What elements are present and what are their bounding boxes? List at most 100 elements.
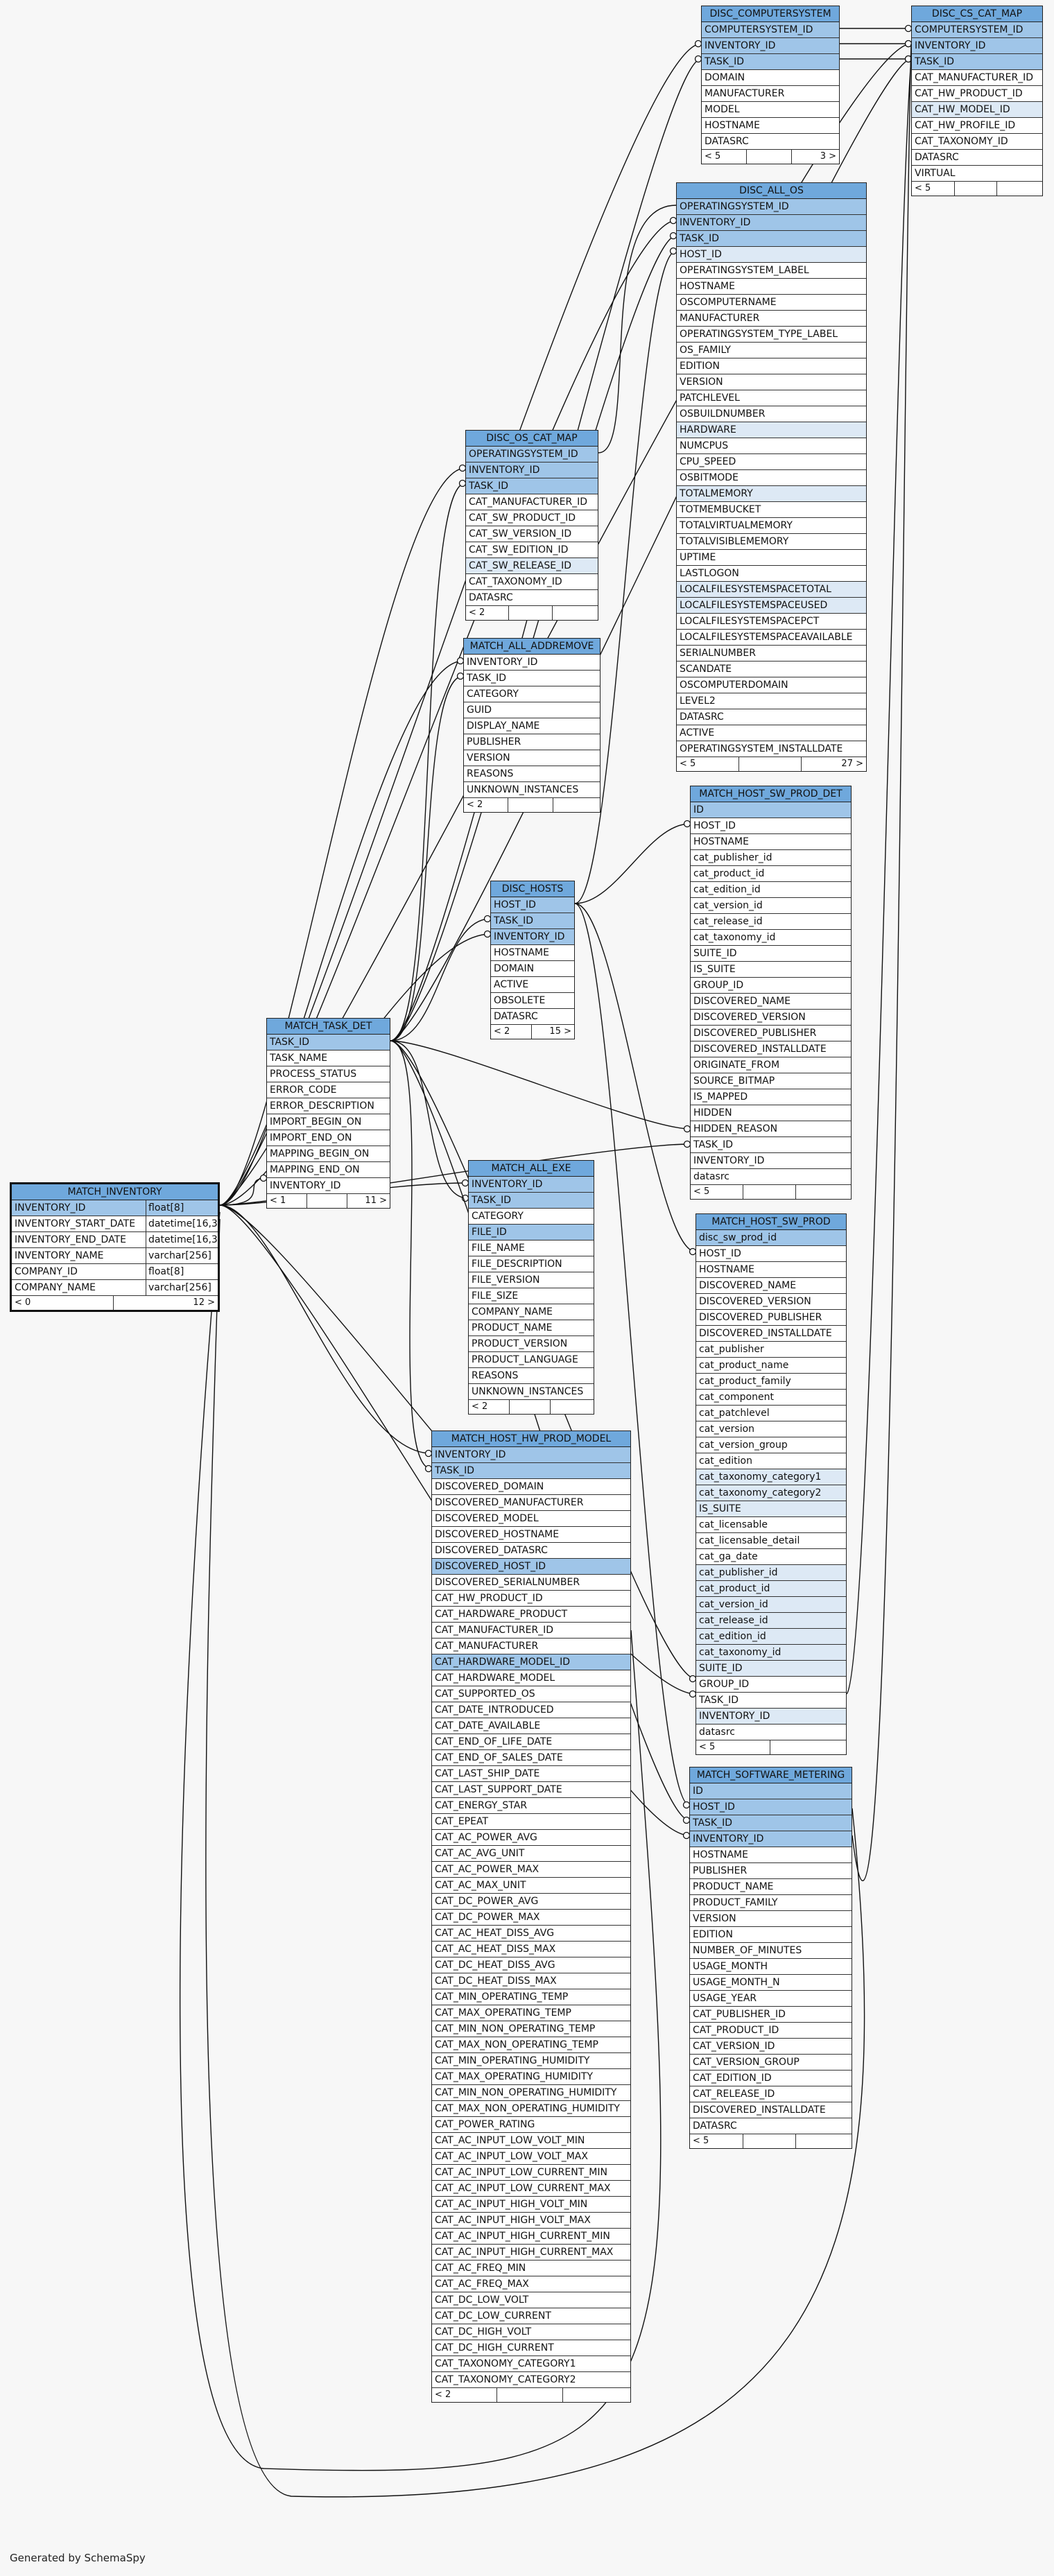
table-column-row[interactable]: CAT_DC_HIGH_VOLT: [432, 2324, 630, 2340]
table-column-row[interactable]: VERSION: [464, 750, 600, 766]
table-column-row[interactable]: OBSOLETE: [491, 993, 574, 1009]
table-column-row[interactable]: IS_SUITE: [696, 1501, 846, 1517]
table-column-row[interactable]: CAT_AC_INPUT_HIGH_VOLT_MIN: [432, 2197, 630, 2213]
table-header[interactable]: DISC_HOSTS: [491, 881, 574, 897]
table-column-row[interactable]: DATASRC: [491, 1009, 574, 1025]
table-column-row[interactable]: CAT_AC_INPUT_LOW_VOLT_MIN: [432, 2133, 630, 2149]
table-column-row[interactable]: cat_licensable: [696, 1517, 846, 1533]
table-column-row[interactable]: CAT_TAXONOMY_CATEGORY2: [432, 2372, 630, 2388]
table-column-row[interactable]: DATASRC: [702, 134, 839, 150]
table-header[interactable]: DISC_ALL_OS: [677, 183, 866, 199]
table-column-row[interactable]: PUBLISHER: [464, 734, 600, 750]
table-column-row[interactable]: OSBUILDNUMBER: [677, 406, 866, 422]
table-column-row[interactable]: IMPORT_END_ON: [267, 1130, 390, 1146]
table-column-row[interactable]: INVENTORY_ID: [912, 38, 1042, 54]
table-column-row[interactable]: disc_sw_prod_id: [696, 1230, 846, 1246]
table-column-row[interactable]: ERROR_DESCRIPTION: [267, 1098, 390, 1114]
footer-cell[interactable]: 3 >: [820, 151, 836, 162]
table-column-row[interactable]: LOCALFILESYSTEMSPACETOTAL: [677, 582, 866, 598]
table-column-row[interactable]: INVENTORY_ID: [691, 1153, 851, 1169]
table-column-row[interactable]: cat_taxonomy_id: [691, 930, 851, 946]
table-column-row[interactable]: HOST_ID: [696, 1246, 846, 1262]
table-column-row[interactable]: FILE_NAME: [469, 1241, 594, 1256]
table-column-row[interactable]: OPERATINGSYSTEM_TYPE_LABEL: [677, 327, 866, 343]
table-column-row[interactable]: CAT_AC_INPUT_HIGH_CURRENT_MAX: [432, 2245, 630, 2261]
table-column-row[interactable]: cat_taxonomy_category1: [696, 1469, 846, 1485]
table-column-row[interactable]: LEVEL2: [677, 693, 866, 709]
table-column-row[interactable]: CAT_LAST_SHIP_DATE: [432, 1766, 630, 1782]
table-column-row[interactable]: CAT_MANUFACTURER: [432, 1639, 630, 1654]
table-column-row[interactable]: DISCOVERED_MODEL: [432, 1511, 630, 1527]
footer-cell[interactable]: < 2: [469, 1400, 510, 1414]
table-column-row[interactable]: INVENTORY_ID: [466, 463, 598, 478]
table-column-row[interactable]: DISCOVERED_VERSION: [691, 1010, 851, 1026]
footer-cell[interactable]: < 5: [690, 2134, 743, 2148]
table-column-row[interactable]: CATEGORY: [469, 1209, 594, 1225]
table-column-row[interactable]: CAT_DC_POWER_MAX: [432, 1910, 630, 1926]
footer-cell[interactable]: [553, 606, 598, 620]
table-column-row[interactable]: cat_product_name: [696, 1358, 846, 1374]
table-column-row[interactable]: PRODUCT_LANGUAGE: [469, 1352, 594, 1368]
table-column-row[interactable]: CAT_MAX_NON_OPERATING_TEMP: [432, 2037, 630, 2053]
table-column-row[interactable]: PRODUCT_NAME: [469, 1320, 594, 1336]
table-column-row[interactable]: cat_edition_id: [696, 1629, 846, 1645]
table-column-row[interactable]: CAT_DC_HIGH_CURRENT: [432, 2340, 630, 2356]
table-column-row[interactable]: HOSTNAME: [690, 1847, 852, 1863]
table-column-row[interactable]: CAT_AC_HEAT_DISS_MAX: [432, 1942, 630, 1957]
footer-cell[interactable]: < 5: [696, 1740, 770, 1754]
table-column-row[interactable]: CAT_AC_INPUT_HIGH_VOLT_MAX: [432, 2213, 630, 2229]
footer-cell[interactable]: [997, 182, 1042, 196]
table-column-row[interactable]: DISCOVERED_INSTALLDATE: [691, 1041, 851, 1057]
table-column-row[interactable]: CAT_DC_HEAT_DISS_AVG: [432, 1957, 630, 1973]
table-column-row[interactable]: CAT_AC_POWER_AVG: [432, 1830, 630, 1846]
table-column-row[interactable]: IS_MAPPED: [691, 1089, 851, 1105]
table-column-row[interactable]: DISCOVERED_VERSION: [696, 1294, 846, 1310]
footer-cell[interactable]: < 5: [677, 757, 739, 771]
table-column-row[interactable]: OSCOMPUTERDOMAIN: [677, 677, 866, 693]
table-column-row[interactable]: CAT_PRODUCT_ID: [690, 2023, 852, 2039]
table-column-row[interactable]: HIDDEN_REASON: [691, 1121, 851, 1137]
table-column-row[interactable]: UPTIME: [677, 550, 866, 566]
table-column-row[interactable]: DISCOVERED_DATASRC: [432, 1543, 630, 1559]
table-header[interactable]: MATCH_TASK_DET: [267, 1019, 390, 1035]
table-column-row[interactable]: INVENTORY_ID: [696, 1709, 846, 1724]
table-column-row[interactable]: INVENTORY_ID: [491, 929, 574, 945]
table-column-row[interactable]: SOURCE_BITMAP: [691, 1073, 851, 1089]
table-column-row[interactable]: VERSION: [677, 374, 866, 390]
table-column-row[interactable]: cat_edition: [696, 1453, 846, 1469]
table-column-row[interactable]: CAT_EDITION_ID: [690, 2071, 852, 2086]
table-column-row[interactable]: CAT_DATE_AVAILABLE: [432, 1718, 630, 1734]
footer-cell[interactable]: 11 >: [365, 1195, 387, 1206]
table-column-row[interactable]: TASK_ID: [432, 1463, 630, 1479]
table-column-row[interactable]: CAT_MAX_OPERATING_TEMP: [432, 2005, 630, 2021]
table-column-row[interactable]: DISCOVERED_HOSTNAME: [432, 1527, 630, 1543]
table-column-row[interactable]: CAT_PUBLISHER_ID: [690, 2007, 852, 2023]
table-column-row[interactable]: DISCOVERED_SERIALNUMBER: [432, 1575, 630, 1591]
table-column-row[interactable]: CAT_DC_LOW_VOLT: [432, 2292, 630, 2308]
footer-cell[interactable]: [770, 1740, 847, 1754]
table-column-row[interactable]: DOMAIN: [491, 961, 574, 977]
table-column-row[interactable]: cat_patchlevel: [696, 1406, 846, 1421]
table-column-row[interactable]: cat_edition_id: [691, 882, 851, 898]
table-column-row[interactable]: DATASRC: [912, 150, 1042, 166]
table-column-row[interactable]: cat_licensable_detail: [696, 1533, 846, 1549]
table-column-row[interactable]: DISCOVERED_PUBLISHER: [696, 1310, 846, 1326]
table-column-row[interactable]: PRODUCT_NAME: [690, 1879, 852, 1895]
table-column-row[interactable]: cat_ga_date: [696, 1549, 846, 1565]
table-column-row[interactable]: USAGE_YEAR: [690, 1991, 852, 2007]
table-column-row[interactable]: EDITION: [690, 1927, 852, 1943]
table-column-row[interactable]: DOMAIN: [702, 70, 839, 86]
table-column-row[interactable]: TASK_ID: [267, 1035, 390, 1051]
table-column-row[interactable]: CAT_LAST_SUPPORT_DATE: [432, 1782, 630, 1798]
table-column-row[interactable]: cat_component: [696, 1390, 846, 1406]
table-column-row[interactable]: CAT_DATE_INTRODUCED: [432, 1702, 630, 1718]
